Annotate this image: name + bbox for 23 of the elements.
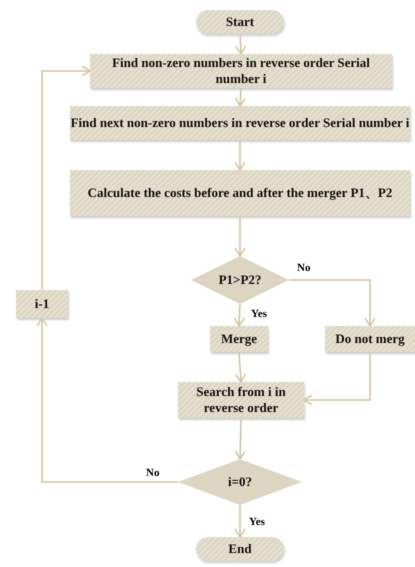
process-box: Do not merg — [325, 326, 415, 352]
arrow — [234, 216, 246, 257]
arrow — [234, 140, 246, 171]
arrow — [234, 352, 246, 383]
arrow — [234, 34, 246, 55]
decision-diamond: i=0? — [178, 459, 302, 505]
arrow — [234, 418, 246, 460]
process-box: Search from i in reverse order — [178, 382, 304, 418]
arrow — [303, 352, 371, 406]
terminal-pill: Start — [196, 10, 284, 34]
process-box: Find next non-zero numbers in reverse order Serial number i — [70, 106, 410, 140]
arrow — [234, 304, 246, 327]
arrow — [234, 88, 246, 107]
process-box: Merge — [210, 326, 268, 352]
process-box: Find non-zero numbers in reverse order Serial number i — [90, 54, 392, 88]
arrow — [234, 505, 246, 538]
arrow — [41, 65, 91, 290]
decision-diamond: P1>P2? — [191, 256, 289, 304]
terminal-pill: End — [196, 537, 284, 561]
arrow — [36, 317, 178, 483]
process-box: i-1 — [16, 290, 68, 318]
arrow — [289, 279, 376, 327]
process-box: Calculate the costs before and after the merger P1、P2 — [70, 170, 410, 216]
